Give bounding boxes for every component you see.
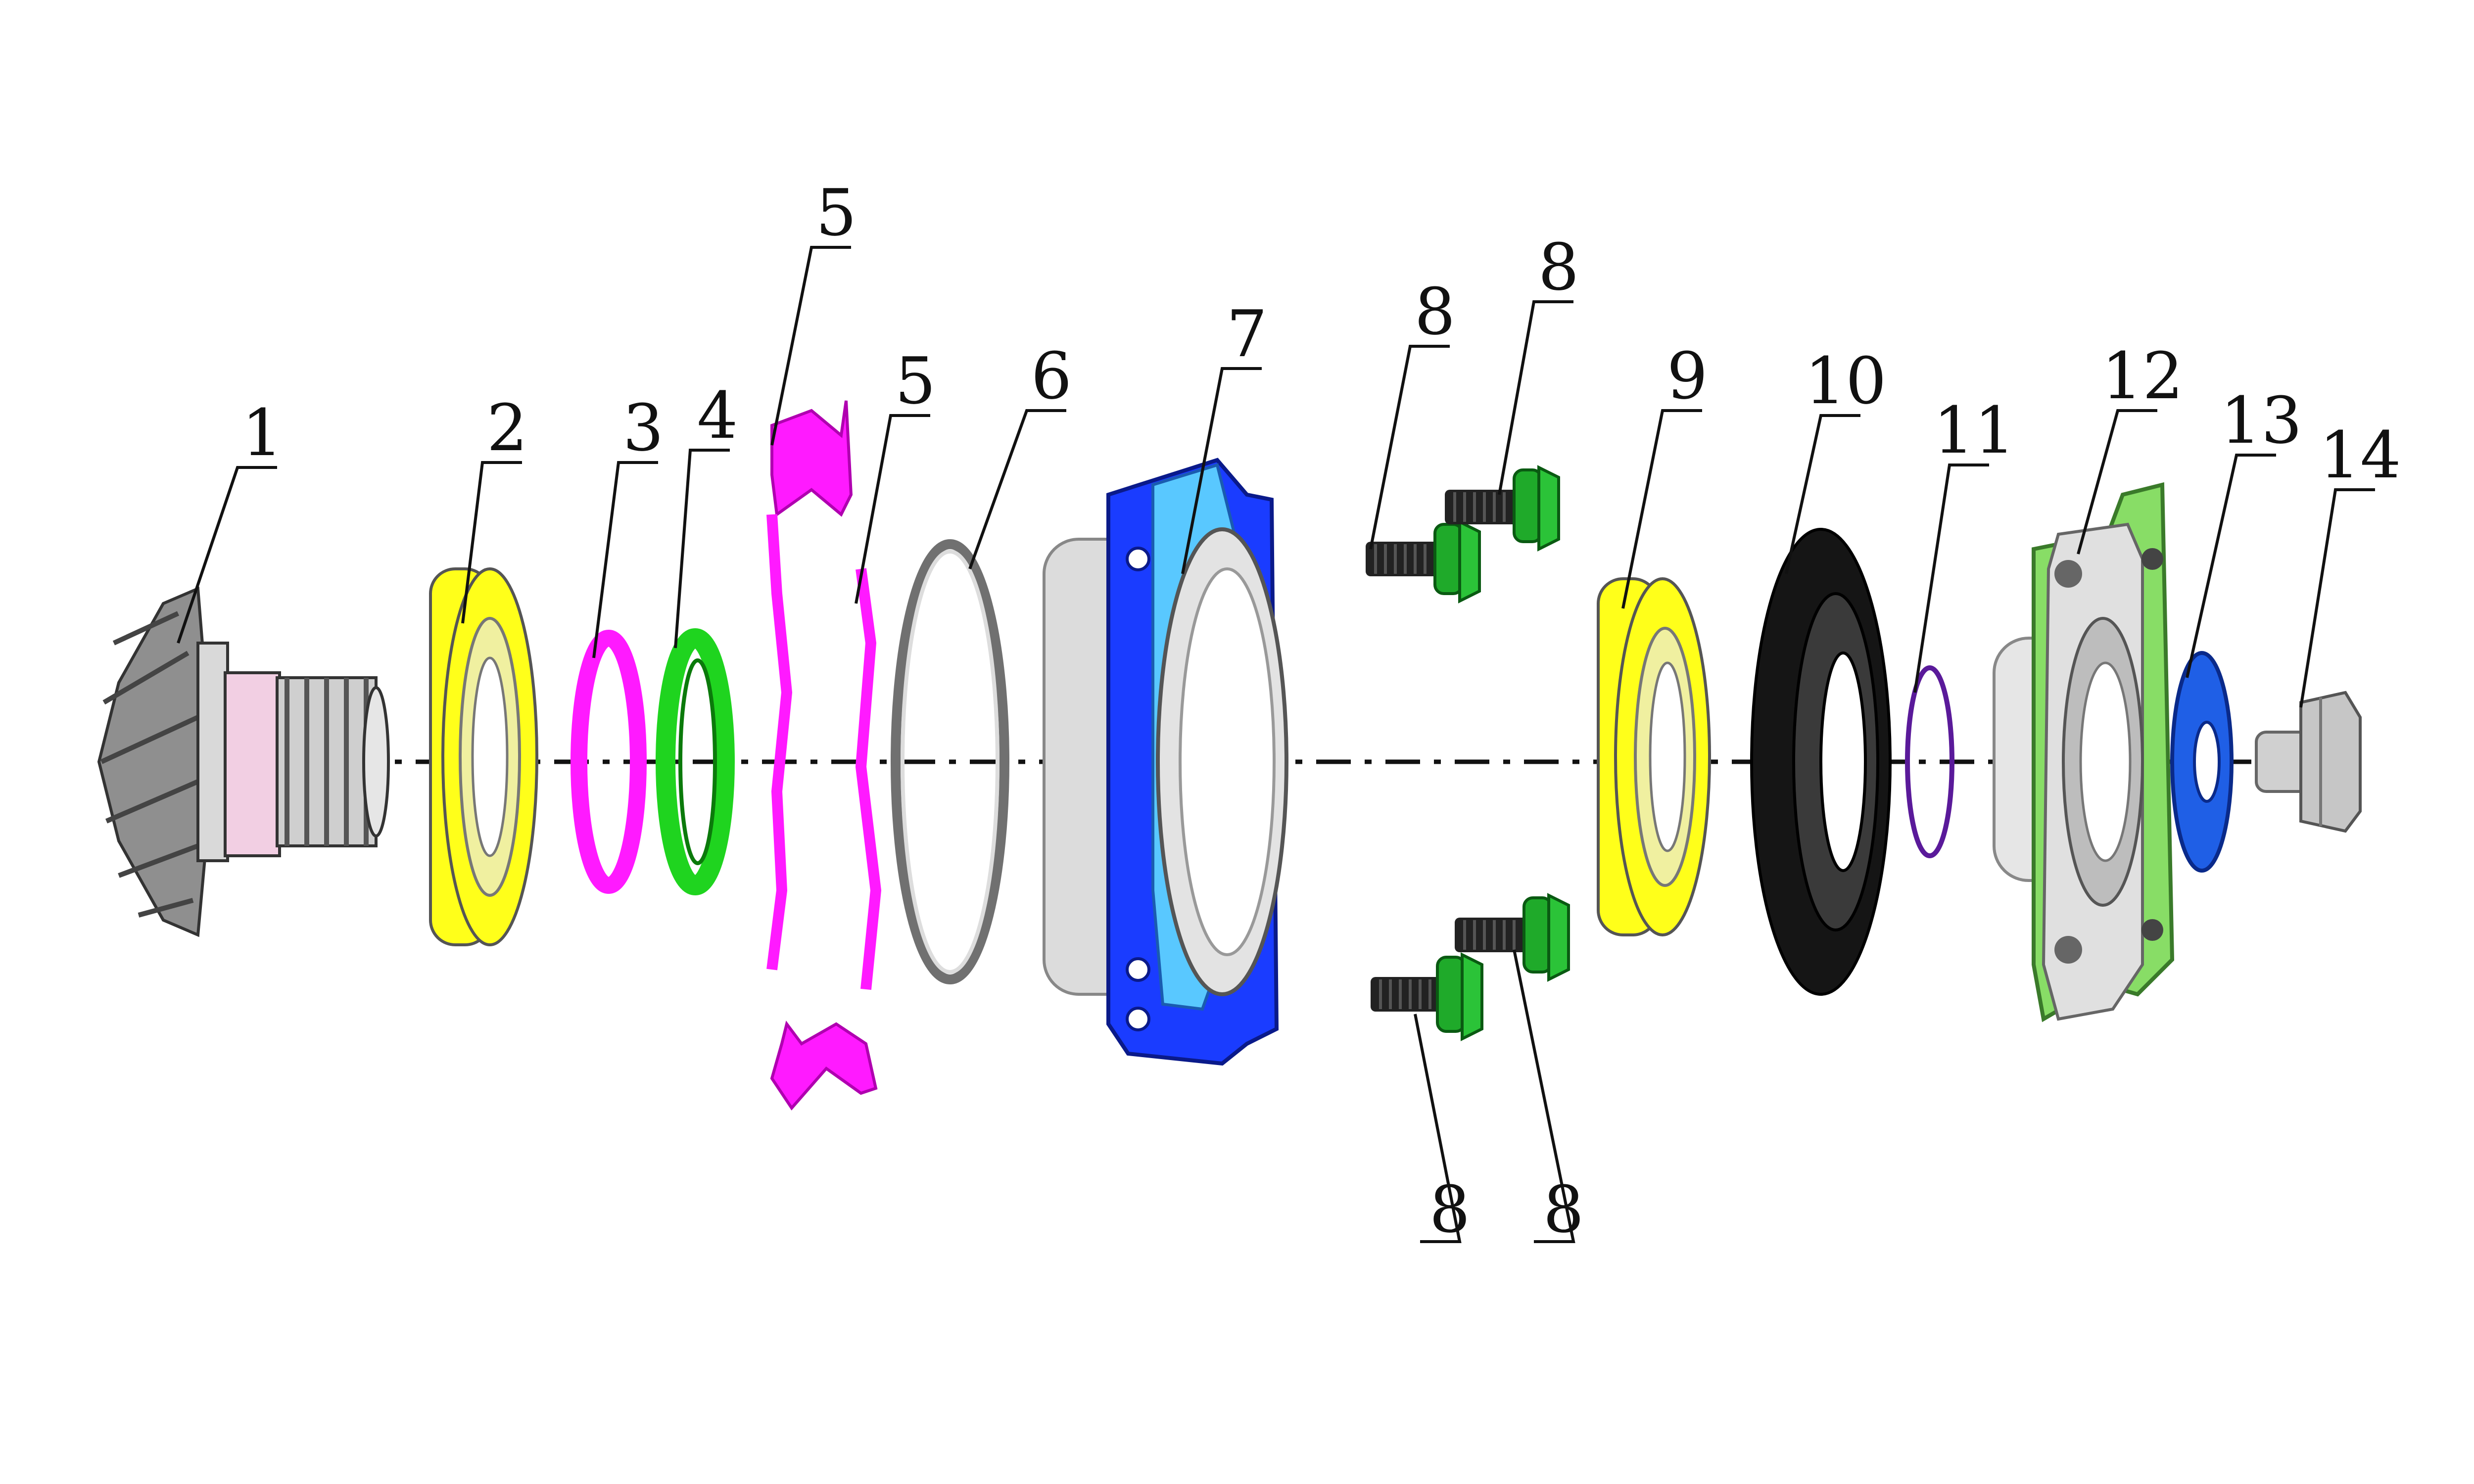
leader-14 — [2299, 488, 2375, 708]
bolt-bottom-left — [1371, 952, 1483, 1041]
callout-label-14: 14 — [2319, 417, 2401, 493]
snap-ring — [571, 630, 647, 894]
leader-13 — [2186, 454, 2276, 678]
leader-10 — [1785, 414, 1860, 574]
leader-8d — [1513, 949, 1575, 1243]
callout-label-12: 12 — [2101, 338, 2183, 414]
flange — [1993, 482, 2175, 1022]
callout-label-10: 10 — [1805, 343, 1886, 418]
callout-label-8c: 8 — [1429, 1172, 1471, 1247]
seal-ring — [656, 628, 735, 895]
nut — [2255, 691, 2362, 833]
leader-9 — [1621, 409, 1702, 609]
leader-11 — [1913, 464, 1989, 693]
bolt-bottom-right — [1455, 893, 1570, 982]
callout-label-13: 13 — [2220, 383, 2302, 458]
callout-label-2: 2 — [487, 390, 528, 465]
callout-leaders — [177, 246, 2375, 1243]
shim-upper — [766, 400, 853, 971]
bearing-housing — [1043, 458, 1288, 1066]
bearing-right — [1597, 577, 1711, 936]
leader-8b — [1498, 300, 1573, 495]
callout-label-5a: 5 — [816, 175, 857, 250]
callout-label-8b: 8 — [1538, 230, 1579, 305]
callout-label-5b: 5 — [895, 343, 936, 418]
callout-label-8d: 8 — [1543, 1172, 1584, 1247]
leader-12 — [2077, 409, 2157, 555]
bolt-top-left — [1366, 519, 1481, 603]
leader-6 — [968, 409, 1066, 570]
leader-8c — [1414, 1014, 1462, 1243]
callout-label-11: 11 — [1933, 393, 2015, 468]
pinion-gear-shaft — [97, 586, 390, 937]
washer — [2170, 651, 2234, 873]
leader-1 — [177, 466, 277, 644]
callout-label-9: 9 — [1667, 338, 1708, 414]
callout-label-8a: 8 — [1415, 274, 1456, 349]
leader-4 — [674, 449, 730, 649]
callout-label-4: 4 — [697, 378, 738, 453]
o-ring-large — [891, 539, 1009, 984]
callout-label-1: 1 — [242, 395, 283, 470]
bearing-left — [429, 567, 538, 946]
shim-lower — [770, 568, 882, 1111]
leader-7 — [1181, 367, 1262, 574]
leader-5b — [855, 414, 930, 604]
bolt-top-right — [1445, 465, 1560, 552]
callout-label-3: 3 — [623, 390, 664, 465]
o-ring-small — [1905, 665, 1954, 858]
callout-label-6: 6 — [1031, 338, 1072, 414]
leader-8a — [1369, 345, 1450, 550]
oil-seal — [1750, 528, 1892, 996]
callout-labels: 1 2 3 4 5 5 6 7 8 8 8 8 9 10 11 12 13 14 — [242, 175, 2401, 1247]
callout-label-7: 7 — [1227, 296, 1268, 371]
leader-3 — [592, 461, 658, 658]
leader-5a — [770, 246, 851, 446]
leader-2 — [461, 461, 522, 624]
